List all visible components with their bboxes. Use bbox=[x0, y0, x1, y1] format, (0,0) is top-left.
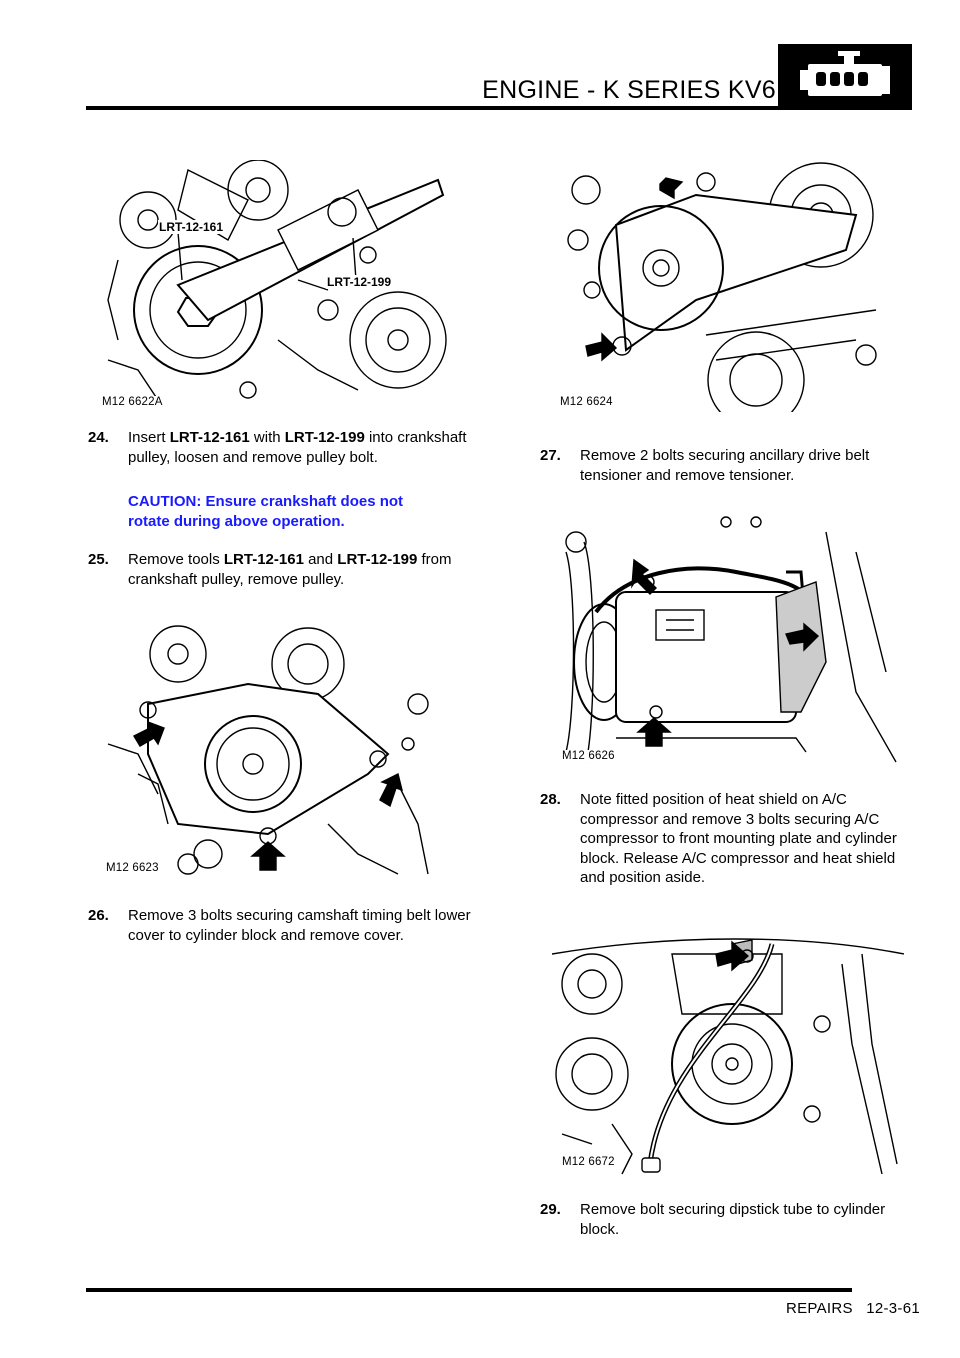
figure-label: M12 6622A bbox=[100, 396, 165, 408]
figure-label: M12 6672 bbox=[560, 1156, 617, 1168]
step-25: 25. Remove tools LRT-12-161 and LRT-12-1… bbox=[88, 551, 452, 588]
caution-note: CAUTION: Ensure crankshaft does not rota… bbox=[128, 493, 404, 530]
figure-drive-belt-tensioner: M12 6624 bbox=[556, 160, 906, 412]
figure-label: M12 6623 bbox=[104, 862, 161, 874]
step-27: 27. Remove 2 bolts securing ancillary dr… bbox=[540, 447, 870, 484]
tool-label-lrt-12-199: LRT-12-199 bbox=[326, 275, 393, 289]
page-title: ENGINE - K SERIES KV6 bbox=[482, 76, 776, 104]
step-24: 24. Insert LRT-12-161 with LRT-12-199 in… bbox=[88, 429, 467, 466]
figure-dipstick-tube: M12 6672 bbox=[552, 924, 904, 1176]
figure-timing-belt-lower-cover: M12 6623 bbox=[98, 624, 438, 880]
footer-rule bbox=[86, 1288, 852, 1292]
figure-label: M12 6624 bbox=[558, 396, 615, 408]
page-footer: REPAIRS 12-3-61 bbox=[785, 1300, 920, 1317]
figure-label: M12 6626 bbox=[560, 750, 617, 762]
step-29: 29. Remove bolt securing dipstick tube t… bbox=[540, 1201, 886, 1238]
step-28: 28. Note fitted position of heat shield … bbox=[540, 791, 897, 886]
tool-label-lrt-12-161: LRT-12-161 bbox=[158, 220, 225, 234]
figure-ac-compressor: M12 6626 bbox=[556, 512, 906, 766]
engine-icon bbox=[778, 44, 912, 110]
figure-crankshaft-pulley-tools: LRT-12-161 LRT-12-199 M12 6622A bbox=[98, 160, 450, 412]
step-26: 26. Remove 3 bolts securing camshaft tim… bbox=[88, 907, 471, 944]
header-rule bbox=[86, 106, 780, 110]
